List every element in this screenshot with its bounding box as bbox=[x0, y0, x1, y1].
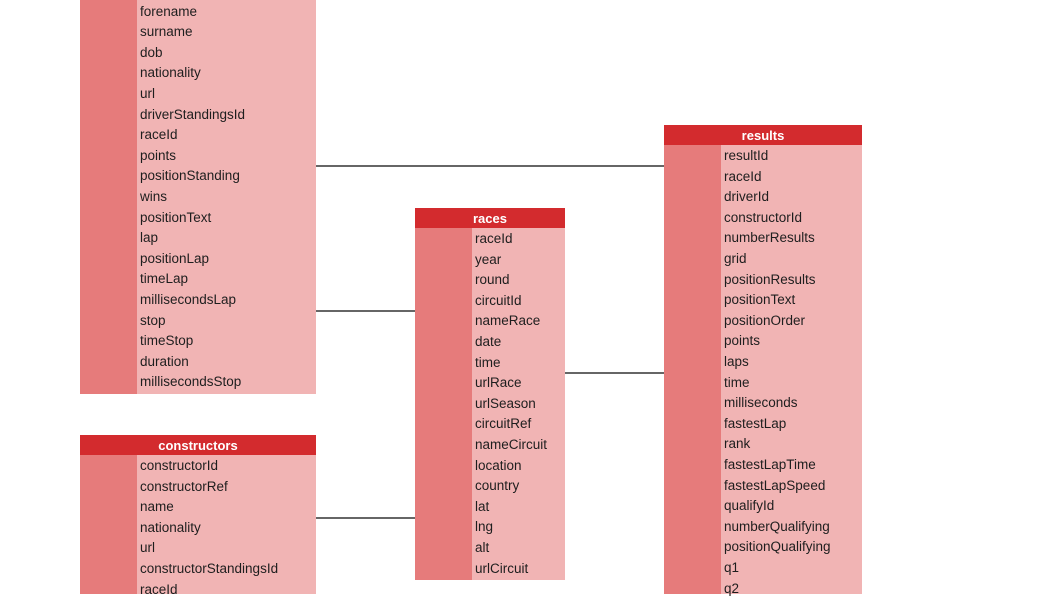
key-strip bbox=[80, 0, 137, 394]
field-positionResults[interactable]: positionResults bbox=[724, 271, 816, 287]
field-constructorStandingsId[interactable]: constructorStandingsId bbox=[140, 561, 279, 576]
key-strip bbox=[664, 145, 721, 594]
table-body bbox=[721, 145, 862, 594]
field-positionText[interactable]: positionText bbox=[724, 292, 796, 308]
field-duration[interactable]: duration bbox=[140, 353, 189, 369]
field-timeStop[interactable]: timeStop bbox=[140, 333, 194, 349]
field-lap[interactable]: lap bbox=[140, 230, 159, 246]
field-fastestLap[interactable]: fastestLap bbox=[724, 415, 787, 431]
field-positionLap[interactable]: positionLap bbox=[140, 250, 210, 266]
key-strip bbox=[415, 228, 472, 580]
field-driverId[interactable]: driverId bbox=[724, 189, 770, 205]
key-strip bbox=[80, 455, 137, 594]
field-raceId[interactable]: raceId bbox=[140, 127, 178, 143]
field-year[interactable]: year bbox=[475, 251, 502, 267]
field-lng[interactable]: lng bbox=[475, 519, 494, 535]
field-location[interactable]: location bbox=[475, 457, 522, 473]
field-nameCircuit[interactable]: nameCircuit bbox=[475, 437, 548, 452]
field-constructorId[interactable]: constructorId bbox=[724, 209, 803, 225]
table-title[interactable]: races bbox=[415, 208, 565, 228]
field-raceId[interactable]: raceId bbox=[140, 581, 178, 597]
field-millisecondsLap[interactable]: millisecondsLap bbox=[140, 291, 237, 307]
field-nameRace[interactable]: nameRace bbox=[475, 313, 541, 329]
field-positionText[interactable]: positionText bbox=[140, 209, 212, 225]
field-numberResults[interactable]: numberResults bbox=[724, 230, 815, 246]
field-points[interactable]: points bbox=[724, 333, 761, 349]
field-wins[interactable]: wins bbox=[140, 188, 168, 204]
field-date[interactable]: date bbox=[475, 334, 502, 349]
field-numberQualifying[interactable]: numberQualifying bbox=[724, 518, 830, 534]
field-q1[interactable]: q1 bbox=[724, 560, 740, 575]
field-country[interactable]: country bbox=[475, 478, 520, 494]
table-body bbox=[472, 228, 565, 580]
field-q2[interactable]: q2 bbox=[724, 580, 740, 596]
field-stop[interactable]: stop bbox=[140, 312, 166, 328]
field-url[interactable]: url bbox=[140, 540, 156, 556]
table-title[interactable]: results bbox=[664, 125, 862, 145]
field-forename[interactable]: forename bbox=[140, 3, 198, 19]
field-alt[interactable]: alt bbox=[475, 540, 490, 555]
field-dob[interactable]: dob bbox=[140, 44, 163, 60]
field-rank[interactable]: rank bbox=[724, 436, 751, 452]
table-drivers[interactable]: forename surname dob nationality url driverSt… bbox=[80, 0, 316, 394]
field-grid[interactable]: grid bbox=[724, 251, 747, 266]
field-millisecondsStop[interactable]: millisecondsStop bbox=[140, 374, 242, 390]
field-surname[interactable]: surname bbox=[140, 24, 193, 40]
field-positionStanding[interactable]: positionStanding bbox=[140, 168, 240, 184]
field-nationality[interactable]: nationality bbox=[140, 65, 201, 81]
field-lat[interactable]: lat bbox=[475, 498, 490, 514]
field-qualifyId[interactable]: qualifyId bbox=[724, 498, 775, 514]
field-time[interactable]: time bbox=[724, 374, 750, 390]
table-title[interactable]: constructors bbox=[80, 435, 316, 455]
field-raceId[interactable]: raceId bbox=[475, 231, 513, 246]
table-constructors[interactable]: constructors constructorId constructorRef… bbox=[80, 435, 316, 597]
field-constructorId[interactable]: constructorId bbox=[140, 458, 219, 473]
field-constructorRef[interactable]: constructorRef bbox=[140, 478, 228, 494]
field-fastestLapTime[interactable]: fastestLapTime bbox=[724, 457, 816, 472]
field-nationality[interactable]: nationality bbox=[140, 519, 201, 535]
field-fastestLapSpeed[interactable]: fastestLapSpeed bbox=[724, 477, 826, 493]
field-timeLap[interactable]: timeLap bbox=[140, 271, 189, 287]
field-milliseconds[interactable]: milliseconds bbox=[724, 395, 798, 411]
field-raceId[interactable]: raceId bbox=[724, 168, 762, 184]
field-driverStandingsId[interactable]: driverStandingsId bbox=[140, 106, 246, 122]
field-time[interactable]: time bbox=[475, 354, 501, 370]
field-url[interactable]: url bbox=[140, 85, 156, 101]
field-round[interactable]: round bbox=[475, 272, 510, 288]
table-body bbox=[137, 0, 316, 394]
field-urlCircuit[interactable]: urlCircuit bbox=[475, 560, 529, 576]
field-laps[interactable]: laps bbox=[724, 354, 749, 369]
table-results[interactable]: results resultId raceId driverId constructo… bbox=[664, 125, 862, 596]
field-positionQualifying[interactable]: positionQualifying bbox=[724, 539, 831, 555]
field-circuitId[interactable]: circuitId bbox=[475, 292, 522, 308]
field-urlSeason[interactable]: urlSeason bbox=[475, 395, 536, 411]
table-body bbox=[137, 455, 316, 594]
field-circuitRef[interactable]: circuitRef bbox=[475, 416, 532, 432]
field-urlRace[interactable]: urlRace bbox=[475, 375, 522, 391]
field-points[interactable]: points bbox=[140, 147, 177, 163]
field-name[interactable]: name bbox=[140, 499, 174, 515]
field-resultId[interactable]: resultId bbox=[724, 148, 769, 163]
field-positionOrder[interactable]: positionOrder bbox=[724, 312, 806, 328]
table-races[interactable]: races raceId year round circuitId nameRace da… bbox=[415, 208, 565, 580]
